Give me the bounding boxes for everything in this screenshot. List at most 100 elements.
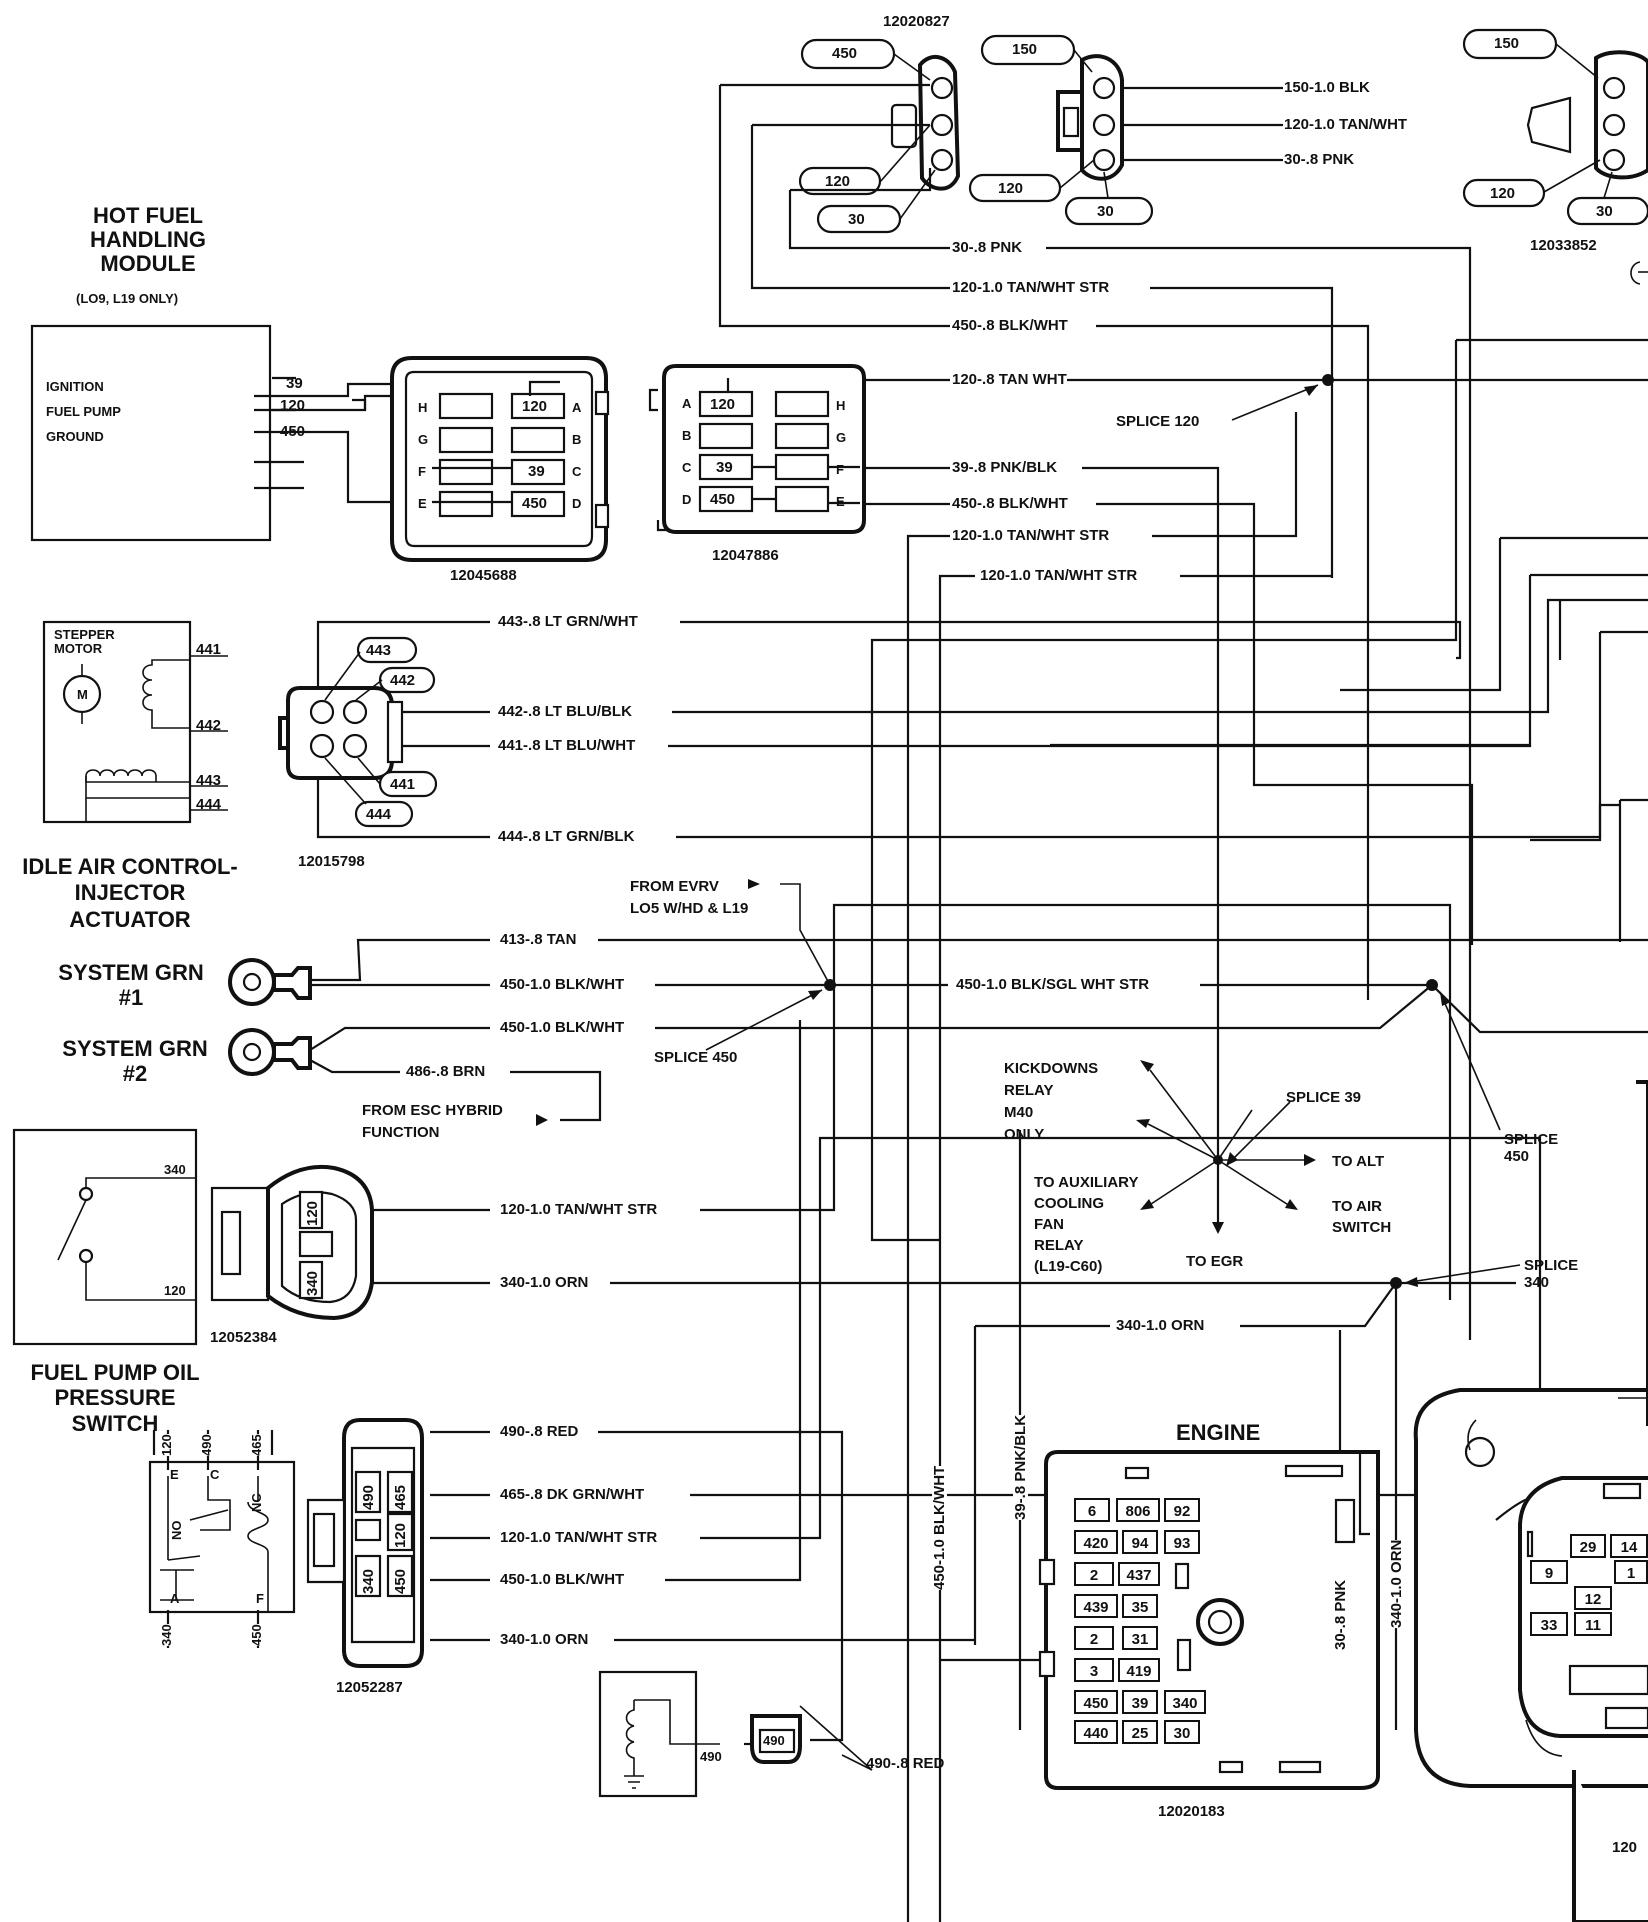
splice-120-label: SPLICE 120 <box>1116 413 1200 430</box>
pin-120: 120 <box>280 397 306 414</box>
fuse-cell: 439 <box>1074 1594 1118 1618</box>
relay-letter-a: A <box>170 1591 180 1606</box>
wire-label: 340-1.0 ORN <box>500 1631 589 1648</box>
cavity-340: 340 <box>360 1568 377 1594</box>
part-12033852: 12033852 <box>1530 237 1597 254</box>
wire-label: 450-1.0 BLK/WHT <box>500 976 625 993</box>
tag-442: 442 <box>390 672 416 689</box>
system-grn-1-terminal <box>228 958 312 1006</box>
fuse-cell: 14 <box>1610 1534 1648 1558</box>
fuse-cell: 94 <box>1122 1530 1158 1554</box>
tag-450: 450 <box>832 45 858 62</box>
wire-label: 443-.8 LT GRN/WHT <box>498 613 638 630</box>
fuse-cell: 340 <box>1164 1690 1206 1714</box>
fuse-cell: 33 <box>1530 1612 1568 1636</box>
relay-pin-490: 490 <box>199 1434 214 1456</box>
cavity-120: 120 <box>710 396 736 413</box>
to-egr-note: TO EGR <box>1186 1253 1244 1270</box>
relay-pin-465: 465 <box>249 1434 264 1456</box>
fuse-cell: 440 <box>1074 1720 1118 1744</box>
relay-letter-no: NO <box>169 1520 184 1541</box>
tag-150: 150 <box>1012 41 1038 58</box>
cavity-450: 450 <box>392 1568 409 1594</box>
tag-444: 444 <box>366 806 392 823</box>
relay-box <box>148 1430 296 1648</box>
tag-30: 30 <box>1596 203 1613 220</box>
wire-label: 490-.8 RED <box>866 1755 945 1772</box>
fuse-cell: 6 <box>1074 1498 1110 1522</box>
wire-label: 120-1.0 TAN/WHT STR <box>500 1529 658 1546</box>
pin-39: 39 <box>286 375 303 392</box>
fuse-cell: 419 <box>1118 1658 1160 1682</box>
connector-middle <box>968 34 1154 226</box>
tag-443: 443 <box>366 642 392 659</box>
fuel-pump-oil-switch-box <box>12 1128 198 1346</box>
wire-label-vertical: 39-.8 PNK/BLK <box>1012 1414 1029 1520</box>
wire-label: 442-.8 LT BLU/BLK <box>498 703 632 720</box>
pin-340: 340 <box>164 1162 186 1177</box>
fuse-cell: 3 <box>1074 1658 1114 1682</box>
wire-label: 450-1.0 BLK/WHT <box>500 1571 625 1588</box>
part-12052384: 12052384 <box>210 1329 277 1346</box>
system-grn-2-label: SYSTEM GRN#2 <box>62 1036 208 1087</box>
solenoid-pin-490: 490 <box>700 1749 722 1764</box>
system-grn-2-terminal <box>228 1028 312 1076</box>
wire-label: 450-1.0 BLK/SGL WHT STR <box>956 976 1150 993</box>
splice-39-star <box>1136 1060 1316 1234</box>
relay-letter-c: C <box>210 1467 220 1482</box>
wire-label: 120-1.0 TAN/WHT <box>1284 116 1408 133</box>
wire-label: 490-.8 RED <box>500 1423 579 1440</box>
wire-label: 150-1.0 BLK <box>1284 79 1370 96</box>
fuse-cell: 92 <box>1164 1498 1200 1522</box>
pin-444: 444 <box>196 796 222 813</box>
to-alt-note: TO ALT <box>1332 1153 1385 1170</box>
cavity-120: 120 <box>304 1200 321 1226</box>
part-fragment: 120 <box>1612 1839 1638 1856</box>
connector-12033852 <box>1462 28 1648 285</box>
pin-441: 441 <box>196 641 222 658</box>
cavity-120: 120 <box>522 398 548 415</box>
tag-120: 120 <box>998 180 1024 197</box>
wire-label: 30-.8 PNK <box>1284 151 1355 168</box>
fuse-cell: 93 <box>1164 1530 1200 1554</box>
part-12052287: 12052287 <box>336 1679 403 1696</box>
fuse-cell: 31 <box>1122 1626 1158 1650</box>
tag-30: 30 <box>848 211 865 228</box>
wire-label: 120-.8 TAN WHT <box>952 371 1067 388</box>
cavity-465: 465 <box>392 1484 409 1510</box>
cavity-450: 450 <box>710 491 736 508</box>
fuse-cell: 30 <box>1164 1720 1200 1744</box>
relay-pin-340: 340 <box>159 1624 174 1646</box>
connector-12015798 <box>278 636 438 828</box>
wire-label: 450-1.0 BLK/WHT <box>500 1019 625 1036</box>
connector-12020827 <box>720 38 961 234</box>
connector-12045688 <box>390 356 610 562</box>
wire-label: 120-1.0 TAN/WHT STR <box>500 1201 658 1218</box>
tag-120: 120 <box>1490 185 1516 202</box>
wire-label: 413-.8 TAN <box>500 931 577 948</box>
part-12015798: 12015798 <box>298 853 365 870</box>
wire-label: 120-1.0 TAN/WHT STR <box>980 567 1138 584</box>
pin-443: 443 <box>196 772 222 789</box>
cavity-340: 340 <box>304 1270 321 1296</box>
fuse-cell: 25 <box>1122 1720 1158 1744</box>
wire-label: 340-1.0 ORN <box>500 1274 589 1291</box>
wire-label: 486-.8 BRN <box>406 1063 486 1080</box>
solenoid <box>598 1670 802 1798</box>
motor-symbol: M <box>77 687 88 702</box>
fuse-cell: 29 <box>1570 1534 1606 1558</box>
wire-label-vertical: 30-.8 PNK <box>1332 1579 1349 1650</box>
tag-30: 30 <box>1097 203 1114 220</box>
cavity-490: 490 <box>360 1484 377 1510</box>
